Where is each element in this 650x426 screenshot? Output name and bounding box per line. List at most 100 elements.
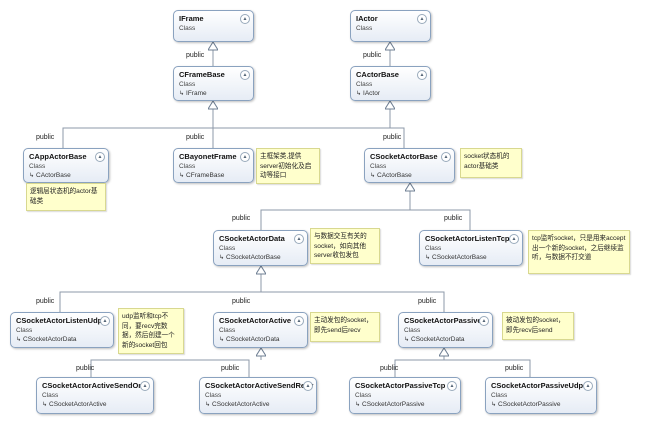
chevron-up-icon[interactable]: ▲: [240, 14, 250, 24]
class-box-csocketactorlistentcp[interactable]: CSocketActorListenTcp Class ↳CSocketActo…: [419, 230, 523, 266]
inherit-arrow-icon: ↳: [42, 402, 48, 408]
class-stereotype: Class: [356, 25, 373, 32]
chevron-up-icon[interactable]: ▲: [240, 70, 250, 80]
class-name: CFrameBase: [179, 70, 225, 79]
class-name: CSocketActorData: [219, 234, 285, 243]
edge-label-public: public: [232, 298, 251, 305]
class-name: CSocketActorActiveSendOnly: [42, 381, 150, 390]
class-stereotype: Class: [16, 327, 33, 334]
class-box-csocketactorpassive[interactable]: CSocketActorPassive Class ↳CSocketActorD…: [398, 312, 493, 348]
note-bayonet: 主框架类,提供server初始化及启动等接口: [256, 148, 320, 184]
chevron-up-icon[interactable]: ▲: [303, 381, 313, 391]
edge-label-public: public: [36, 298, 55, 305]
inherit-arrow-icon: ↳: [29, 173, 35, 179]
note-app: 逻辑层状态机的actor基础类: [26, 183, 106, 211]
class-stereotype: Class: [370, 163, 387, 170]
class-box-csocketactorpassiveudp[interactable]: CSocketActorPassiveUdp Class ↳CSocketAct…: [485, 377, 597, 414]
base-class: ↳CSocketActorData: [219, 336, 280, 343]
note-active: 主动发包的socket，即先send后recv: [310, 312, 380, 342]
class-box-csocketactoractive[interactable]: CSocketActorActive Class ↳CSocketActorDa…: [213, 312, 308, 348]
class-box-cbayonetframe[interactable]: CBayonetFrame Class ↳CFrameBase ▲: [173, 148, 254, 183]
class-name: CSocketActorBase: [370, 152, 438, 161]
note-data: 与数据交互有关的socket，如向其他server收包发包: [310, 228, 380, 264]
class-box-cappactorbase[interactable]: CAppActorBase Class ↳CActorBase ▲: [23, 148, 109, 183]
chevron-up-icon[interactable]: ▲: [95, 152, 105, 162]
class-name: CSocketActorPassive: [404, 316, 482, 325]
class-box-cframebase[interactable]: CFrameBase Class ↳IFrame ▲: [173, 66, 254, 101]
note-listentcp: tcp监听socket，只是用来accept出一个新的socket，之后继续监听…: [528, 230, 630, 274]
base-class: ↳IActor: [356, 90, 381, 97]
chevron-up-icon[interactable]: ▲: [417, 14, 427, 24]
base-class: ↳CSocketActorData: [404, 336, 465, 343]
class-box-csocketactorbase[interactable]: CSocketActorBase Class ↳CActorBase ▲: [364, 148, 455, 183]
chevron-up-icon[interactable]: ▲: [294, 234, 304, 244]
note-listenudp: udp监听和tcp不同，要recv完数据，然后创建一个新的socket回包: [118, 308, 184, 354]
chevron-up-icon[interactable]: ▲: [583, 381, 593, 391]
chevron-up-icon[interactable]: ▲: [417, 70, 427, 80]
edge-label-public: public: [380, 365, 399, 372]
edge-label-public: public: [36, 134, 55, 141]
class-box-iactor[interactable]: IActor Class ▲: [350, 10, 431, 42]
inherit-arrow-icon: ↳: [356, 91, 362, 97]
class-stereotype: Class: [179, 163, 196, 170]
inherit-arrow-icon: ↳: [179, 173, 185, 179]
class-name: CSocketActorActive: [219, 316, 292, 325]
base-class: ↳CSocketActorBase: [425, 254, 487, 261]
inherit-arrow-icon: ↳: [219, 337, 225, 343]
class-stereotype: Class: [29, 163, 46, 170]
edge-label-public: public: [76, 365, 95, 372]
edge-label-public: public: [363, 52, 382, 59]
class-name: CAppActorBase: [29, 152, 87, 161]
inherit-arrow-icon: ↳: [179, 91, 185, 97]
class-box-iframe[interactable]: IFrame Class ▲: [173, 10, 254, 42]
inherit-arrow-icon: ↳: [491, 402, 497, 408]
inherit-arrow-icon: ↳: [355, 402, 361, 408]
chevron-up-icon[interactable]: ▲: [441, 152, 451, 162]
inherit-arrow-icon: ↳: [16, 337, 22, 343]
class-box-csocketactordata[interactable]: CSocketActorData Class ↳CSocketActorBase…: [213, 230, 308, 266]
inherit-arrow-icon: ↳: [425, 255, 431, 261]
base-class: ↳CSocketActorActive: [42, 401, 107, 408]
class-name: CSocketActorPassiveUdp: [491, 381, 584, 390]
class-box-csocketactoractivesendrecv[interactable]: CSocketActorActiveSendRecv Class ↳CSocke…: [199, 377, 317, 414]
chevron-up-icon[interactable]: ▲: [100, 316, 110, 326]
note-passive: 被动发包的socket，即先recv后send: [502, 312, 574, 340]
class-stereotype: Class: [179, 25, 196, 32]
inherit-arrow-icon: ↳: [205, 402, 211, 408]
class-box-cactorbase[interactable]: CActorBase Class ↳IActor ▲: [350, 66, 431, 101]
class-name: CActorBase: [356, 70, 399, 79]
chevron-up-icon[interactable]: ▲: [447, 381, 457, 391]
base-class: ↳CSocketActorBase: [219, 254, 281, 261]
chevron-up-icon[interactable]: ▲: [294, 316, 304, 326]
class-name: IFrame: [179, 14, 204, 23]
base-class: ↳CSocketActorPassive: [355, 401, 425, 408]
class-stereotype: Class: [425, 245, 442, 252]
class-box-csocketactoractivesendonly[interactable]: CSocketActorActiveSendOnly Class ↳CSocke…: [36, 377, 154, 414]
note-socketbase: socket状态机的actor基础类: [460, 148, 522, 178]
class-name: IActor: [356, 14, 378, 23]
class-stereotype: Class: [219, 327, 236, 334]
base-class: ↳CSocketActorPassive: [491, 401, 561, 408]
class-name: CBayonetFrame: [179, 152, 237, 161]
class-name: CSocketActorActiveSendRecv: [205, 381, 314, 390]
chevron-up-icon[interactable]: ▲: [240, 152, 250, 162]
inherit-arrow-icon: ↳: [404, 337, 410, 343]
edge-label-public: public: [418, 298, 437, 305]
class-stereotype: Class: [179, 81, 196, 88]
chevron-up-icon[interactable]: ▲: [140, 381, 150, 391]
chevron-up-icon[interactable]: ▲: [479, 316, 489, 326]
base-class: ↳CSocketActorActive: [205, 401, 270, 408]
base-class: ↳CActorBase: [29, 172, 71, 179]
edge-label-public: public: [232, 215, 251, 222]
base-class: ↳IFrame: [179, 90, 207, 97]
chevron-up-icon[interactable]: ▲: [509, 234, 519, 244]
class-stereotype: Class: [404, 327, 421, 334]
base-class: ↳CSocketActorData: [16, 336, 77, 343]
class-stereotype: Class: [205, 392, 222, 399]
class-box-csocketactorpassivetcp[interactable]: CSocketActorPassiveTcp Class ↳CSocketAct…: [349, 377, 461, 414]
class-box-csocketactorlistenudp[interactable]: CSocketActorListenUdp Class ↳CSocketActo…: [10, 312, 114, 348]
edge-label-public: public: [444, 215, 463, 222]
base-class: ↳CFrameBase: [179, 172, 225, 179]
class-stereotype: Class: [491, 392, 508, 399]
